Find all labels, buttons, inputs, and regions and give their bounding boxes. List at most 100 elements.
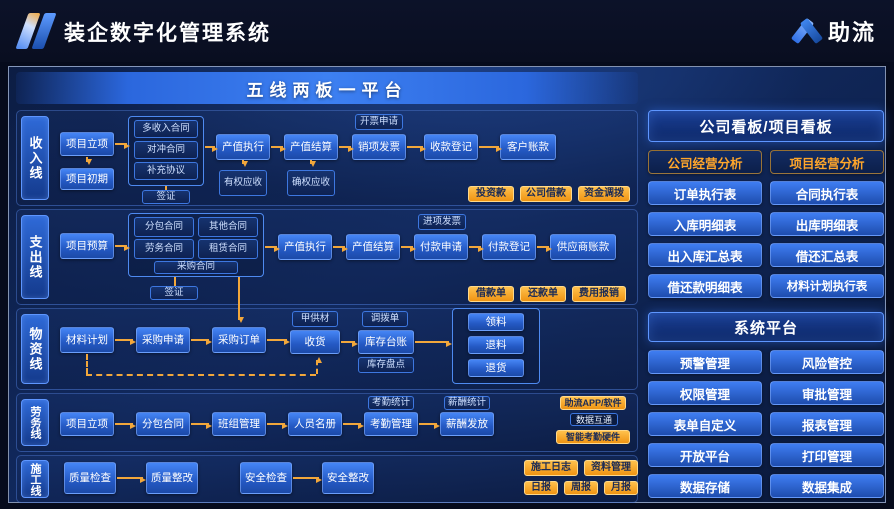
node-expense-output-execution: 产值执行 [278,234,332,260]
platform-report-management: 报表管理 [770,412,884,436]
node-confirmed-receivable: 确权应收 [287,170,335,196]
node-other-contract: 其他合同 [198,217,258,237]
brand-logo-icon [790,16,824,46]
flow-arrow [419,423,440,429]
platform-approval-management: 审批管理 [770,381,884,405]
header-bar: 装企数字化管理系统 助流 [0,0,894,62]
node-salary-statistics: 薪酬统计 [444,396,490,410]
data-sync-label: 数据互通 [570,413,618,426]
node-purchase-contract: 采购合同 [154,261,238,274]
node-stock-count: 库存盘点 [358,357,414,373]
board-company-analysis: 公司经营分析 [648,150,762,174]
lane-label-expense: 支出线 [21,215,49,299]
flow-arrow [242,160,248,167]
node-goods-return: 退货 [468,359,524,377]
node-receipt-registration: 收款登记 [424,134,478,160]
flow-arrow [333,246,348,252]
node-lease-contract: 租赁合同 [198,239,258,259]
node-project-initiation: 项目立项 [60,132,114,156]
lane-label-labor: 劳务线 [21,399,49,446]
badge-repayment-form: 还款单 [520,286,566,302]
node-input-invoice: 进项发票 [418,214,466,230]
platform-form-customization: 表单自定义 [648,412,762,436]
node-labor-project-initiation: 项目立项 [60,412,114,436]
flow-connector [165,186,167,190]
flow-arrow [86,157,92,165]
feedback-dashed-line [86,354,88,374]
node-expense-output-settlement: 产值结算 [346,234,400,260]
node-attendance-statistics: 考勤统计 [368,396,414,410]
node-expense-visa: 签证 [150,286,198,300]
platform-print-management: 打印管理 [770,443,884,467]
flow-arrow [115,245,130,251]
node-hedge-contract: 对冲合同 [134,141,198,159]
node-salary-payment: 薪酬发放 [440,412,494,436]
badge-zhuliu-app: 助流APP/软件 [560,396,626,410]
node-owner-supplied-material: 甲供材 [292,311,338,327]
platform-data-storage: 数据存储 [648,474,762,498]
platform-alert-management: 预警管理 [648,350,762,374]
flow-arrow [115,143,130,149]
node-labor-subcontract: 分包合同 [136,412,190,436]
flow-arrow [267,339,290,345]
flow-arrow [479,146,502,152]
node-team-management: 班组管理 [212,412,266,436]
badge-document-management: 资料管理 [584,460,638,476]
node-supplier-account: 供应商账款 [550,234,616,260]
flow-arrow [117,477,146,483]
node-payment-application: 付款申请 [414,234,468,260]
board-outbound-detail: 出库明细表 [770,212,884,236]
flow-arrow [271,146,286,152]
node-purchase-order: 采购订单 [212,327,266,353]
board-material-plan-execution: 材料计划执行表 [770,274,884,298]
node-transfer-order: 调拨单 [362,311,408,327]
badge-monthly-report: 月报 [604,481,638,495]
flow-arrow-purchase-contract-to-order [238,277,244,323]
board-inout-summary: 出入库汇总表 [648,243,762,267]
flow-arrow [115,339,136,345]
badge-weekly-report: 周报 [564,481,598,495]
node-material-return: 退料 [468,336,524,354]
platform-panel-title: 系统平台 [648,312,884,342]
node-goods-receipt: 收货 [290,330,340,354]
badge-construction-log: 施工日志 [524,460,578,476]
flow-arrow [401,246,416,252]
badge-expense-reimbursement: 费用报销 [572,286,626,302]
node-payment-registration: 付款登记 [482,234,536,260]
node-income-output-execution: 产值执行 [216,134,270,160]
node-labor-contract: 劳务合同 [134,239,194,259]
feedback-dashed-arrow [316,357,322,374]
feedback-dashed-line [86,374,316,376]
node-personnel-roster: 人员名册 [288,412,342,436]
lane-label-construction: 施工线 [21,460,49,498]
lane-label-material: 物资线 [21,314,49,384]
page-title: 装企数字化管理系统 [64,22,271,45]
platform-data-integration: 数据集成 [770,474,884,498]
flow-arrow [310,160,316,167]
node-quality-rectification: 质量整改 [146,462,198,494]
platform-permission-management: 权限管理 [648,381,762,405]
node-income-visa: 签证 [142,190,190,204]
flow-arrow [469,246,484,252]
flow-arrow [265,246,280,252]
flow-arrow [407,146,426,152]
diagram-title: 五线两板一平台 [16,72,638,104]
node-entitled-receivable: 有权应收 [219,170,267,196]
node-income-output-settlement: 产值结算 [284,134,338,160]
brand-name: 助流 [828,20,877,45]
board-borrow-return-summary: 借还汇总表 [770,243,884,267]
platform-risk-control: 风险管控 [770,350,884,374]
node-sales-invoice: 销项发票 [352,134,406,160]
flow-arrow [341,341,358,347]
node-inventory-ledger: 库存台账 [358,330,414,354]
flow-arrow [537,246,552,252]
badge-smart-attendance-hardware: 智能考勤硬件 [556,430,630,444]
node-multi-income-contract: 多收入合同 [134,120,198,138]
badge-company-loan: 公司借款 [520,186,572,202]
flow-arrow [339,146,354,152]
node-customer-account: 客户账款 [500,134,556,160]
flow-arrow [115,423,136,429]
board-borrow-return-detail: 借还款明细表 [648,274,762,298]
platform-open-platform: 开放平台 [648,443,762,467]
